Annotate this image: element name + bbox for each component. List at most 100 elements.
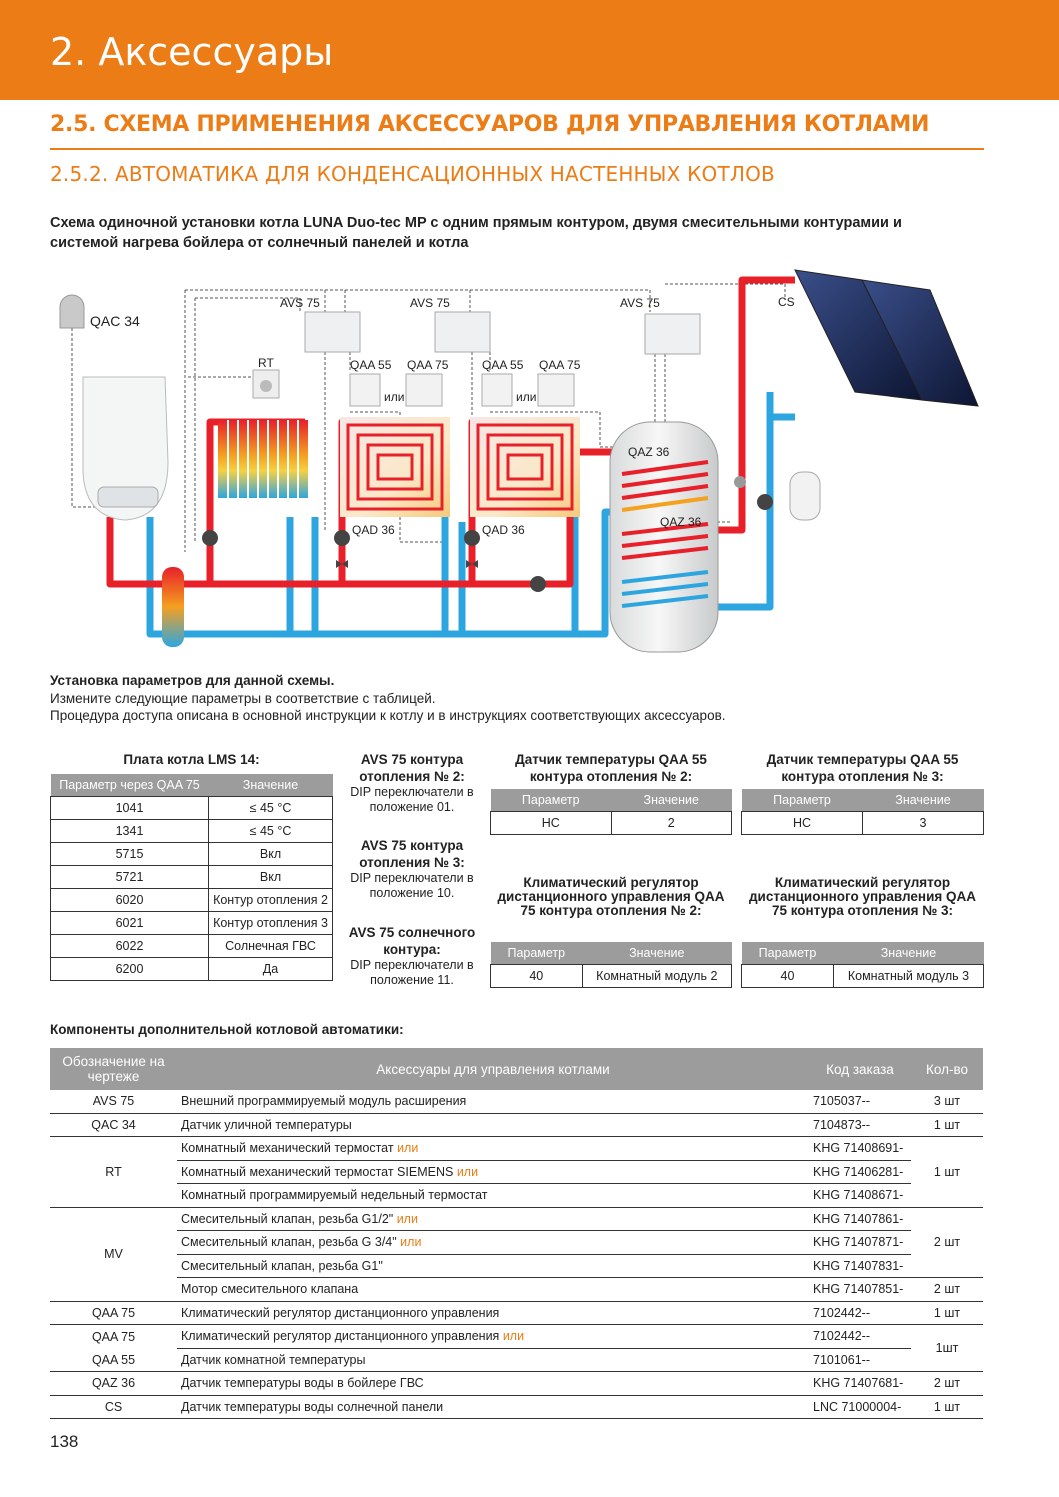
cell: Солнечная ГВС xyxy=(208,934,333,958)
qty-cell: 3 шт xyxy=(911,1090,983,1114)
cell: 40 xyxy=(490,964,583,988)
accessory-cell: Датчик температуры воды солнечной панели xyxy=(177,1395,809,1419)
accessory-cell: Смесительный клапан, резьба G1/2" или xyxy=(177,1207,809,1231)
hydraulic-separator xyxy=(162,567,184,647)
lms14-table: Параметр через QAA 75 Значение 1041≤ 45 … xyxy=(50,774,333,981)
table-row: Мотор смесительного клапана KHG 71407851… xyxy=(50,1277,983,1302)
qaa55-circuit3-title: Датчик температуры QAA 55 контура отопле… xyxy=(766,752,959,784)
avs1-label: AVS 75 xyxy=(280,296,320,310)
avs-note-text: DIP переключатели в положение 10. xyxy=(350,871,474,900)
header-param: Параметр xyxy=(741,942,834,965)
table-row: Смесительный клапан, резьба G 3/4" или K… xyxy=(50,1230,983,1255)
designation-cell: MV xyxy=(50,1207,177,1302)
qaa55a-label: QAA 55 xyxy=(350,358,392,372)
table-row: QAZ 36 Датчик температуры воды в бойлере… xyxy=(50,1371,983,1396)
dhw-storage-tank: QAZ 36 QAZ 36 xyxy=(609,421,719,653)
code-cell: 7102442-- xyxy=(809,1301,911,1325)
code-cell: 7101061-- xyxy=(809,1348,911,1372)
table-row: QAA 75 Климатический регулятор дистанцио… xyxy=(50,1324,983,1372)
cell: HC xyxy=(741,811,863,835)
avs-note-circuit-3: AVS 75 контура отопления № 3: DIP перекл… xyxy=(342,837,482,901)
designation-cell: CS xyxy=(50,1395,177,1419)
cell: Комнатный модуль 3 xyxy=(832,964,985,988)
qty-cell: 1шт xyxy=(911,1324,983,1372)
outdoor-sensor-qac34: QAC 34 xyxy=(59,294,140,329)
cell: 5715 xyxy=(50,842,209,866)
or-a-label: или xyxy=(384,390,404,404)
settings-line-3: Процедура доступа описана в основной инс… xyxy=(50,708,726,723)
qty-cell: 2 шт xyxy=(911,1207,983,1278)
room-units-circuit-2: QAA 55 QAA 75 или xyxy=(349,358,449,407)
qty-cell: 2 шт xyxy=(911,1277,983,1302)
code-cell: KHG 71408671- xyxy=(809,1183,911,1208)
code-cell: KHG 71408691- xyxy=(809,1136,911,1161)
designation-cell: QAA 55 xyxy=(50,1348,177,1372)
table-row: 1041≤ 45 °C xyxy=(50,796,333,820)
expansion-vessel xyxy=(789,471,821,521)
lms14-title: Плата котла LMS 14: xyxy=(123,752,260,767)
table-row: QAC 34 Датчик уличной температуры 710487… xyxy=(50,1113,983,1137)
cell: 2 xyxy=(610,811,732,835)
code-cell: KHG 71407861- xyxy=(809,1207,911,1231)
qad1-label: QAD 36 xyxy=(352,523,395,537)
code-cell: KHG 71406281- xyxy=(809,1160,911,1184)
qaa75-circuit3-title: Климатический регулятор дистанционного у… xyxy=(748,875,976,918)
avs75-module-2: AVS 75 xyxy=(410,296,491,353)
table-row: QAA 55 Датчик комнатной температуры 7101… xyxy=(50,1348,983,1372)
header-qty: Кол-во xyxy=(911,1048,983,1090)
floor-heating-loop-2 xyxy=(340,417,450,517)
avs75-module-3: AVS 75 xyxy=(620,296,701,355)
cell: 40 xyxy=(741,964,834,988)
lms14-header-param: Параметр через QAA 75 xyxy=(50,774,209,797)
qty-cell: 2 шт xyxy=(911,1371,983,1396)
accessory-cell: Смесительный клапан, резьба G 3/4" или xyxy=(177,1230,809,1255)
or-label: или xyxy=(396,1211,418,1226)
cell: Комнатный модуль 2 xyxy=(581,964,733,988)
section-title: 2.5. СХЕМА ПРИМЕНЕНИЯ АКСЕССУАРОВ ДЛЯ УП… xyxy=(50,112,930,137)
table-row: AVS 75 Внешний программируемый модуль ра… xyxy=(50,1090,983,1114)
header-value: Значение xyxy=(833,942,984,965)
floor-heating-loop-3 xyxy=(470,417,580,517)
room-thermostat-rt: RT xyxy=(252,356,280,399)
accessory-name: Климатический регулятор дистанционного у… xyxy=(181,1329,500,1344)
accessory-cell: Датчик температуры воды в бойлере ГВС xyxy=(177,1371,809,1396)
accessory-name: Смесительный клапан, резьба G 3/4" xyxy=(181,1235,397,1250)
qty-cell: 1 шт xyxy=(911,1113,983,1137)
table-row: RT Комнатный механический термостат или … xyxy=(50,1136,983,1208)
code-cell: LNC 71000004- xyxy=(809,1395,911,1419)
avs-note-circuit-2: AVS 75 контура отопления № 2: DIP перекл… xyxy=(342,751,482,815)
qty-cell: 1 шт xyxy=(911,1395,983,1419)
qty-cell: 1 шт xyxy=(911,1301,983,1325)
accessory-cell: Климатический регулятор дистанционного у… xyxy=(177,1324,809,1349)
code-cell: KHG 71407871- xyxy=(809,1230,911,1255)
section-rule xyxy=(50,148,984,150)
avs-note-title: AVS 75 контура отопления № 3: xyxy=(359,838,465,870)
chapter-title: 2. Аксессуары xyxy=(50,30,334,74)
avs3-label: AVS 75 xyxy=(620,296,660,310)
boiler xyxy=(82,376,169,521)
cell: 3 xyxy=(862,811,984,835)
header-code: Код заказа xyxy=(809,1048,911,1090)
avs-note-text: DIP переключатели в положение 01. xyxy=(350,785,474,814)
designation-cell: QAA 75 xyxy=(91,1329,136,1344)
cell: 1341 xyxy=(50,819,209,843)
cs-label: CS xyxy=(778,295,795,309)
accessory-cell: Датчик уличной температуры xyxy=(177,1113,809,1137)
accessory-cell: Климатический регулятор дистанционного у… xyxy=(177,1301,809,1325)
code-cell: 7102442-- xyxy=(809,1324,911,1349)
avs-note-solar: AVS 75 солнечного контура: DIP переключа… xyxy=(342,924,482,988)
avs-note-title: AVS 75 солнечного контура: xyxy=(348,925,476,957)
cell: Контур отопления 2 xyxy=(208,888,333,912)
or-label: или xyxy=(502,1329,525,1344)
or-label: или xyxy=(400,1235,422,1250)
accessory-name: Комнатный механический термостат SIEMENS xyxy=(181,1164,454,1179)
cell: 6021 xyxy=(50,911,209,935)
